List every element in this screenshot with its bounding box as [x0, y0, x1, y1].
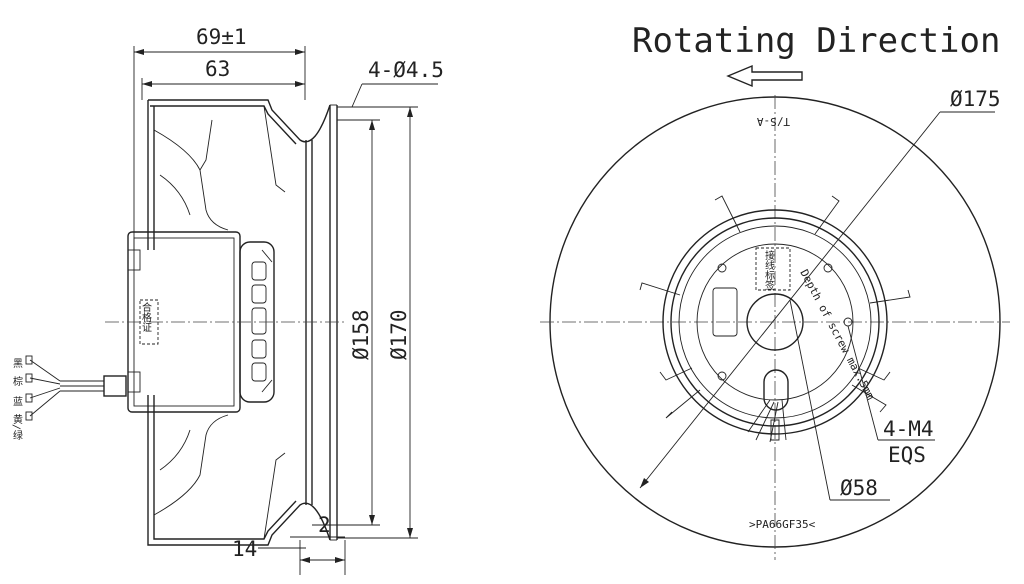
- wiring-label-box: [755, 247, 791, 291]
- motor-label-text: 合格证: [140, 301, 152, 332]
- wire-label-yellow-green: 黄/绿: [11, 413, 23, 440]
- dim-depth: 63: [205, 57, 230, 81]
- dim-flange: 2: [318, 513, 331, 537]
- dim-screws: 4-M4: [883, 417, 934, 441]
- hub-note: Depth of screw max.5mm: [797, 267, 877, 402]
- bottom-mark: >PA66GF35<: [749, 518, 816, 531]
- top-mark: T/S-A: [757, 115, 790, 128]
- wire-label-brown: 棕: [11, 375, 23, 387]
- side-view: 69±1 63 4-Ø4.5: [11, 25, 444, 575]
- cable-gland: [103, 375, 127, 397]
- dim-hub-dia: Ø58: [840, 476, 878, 500]
- shroud-bottom: [147, 395, 331, 546]
- dim-holes: 4-Ø4.5: [368, 58, 444, 82]
- hub-bore: [746, 293, 804, 351]
- dim-inlet-dia: Ø158: [349, 309, 373, 360]
- screw-depth-note: EQS: [888, 443, 926, 467]
- leader-screws: [847, 325, 879, 441]
- rotation-title: Rotating Direction: [632, 21, 1000, 61]
- wire-label-black: 黑: [11, 358, 23, 369]
- dim-offset: 14: [232, 537, 257, 561]
- dim-impeller-dia: Ø175: [950, 87, 1001, 111]
- blade-tabs: [639, 195, 911, 441]
- inlet-ring: [662, 209, 888, 435]
- shroud-top: [148, 99, 331, 143]
- connector-slot: [712, 287, 738, 337]
- wire-label-blue: 蓝: [11, 396, 23, 406]
- front-view: Rotating Direction: [540, 21, 1010, 560]
- wiring-label-text: 接线标签: [763, 249, 775, 290]
- dim-overall-depth: 69±1: [196, 25, 247, 49]
- dim-mount-dia: Ø170: [387, 309, 411, 360]
- leader-hub: [789, 299, 831, 501]
- rotation-arrow-icon: [726, 64, 803, 88]
